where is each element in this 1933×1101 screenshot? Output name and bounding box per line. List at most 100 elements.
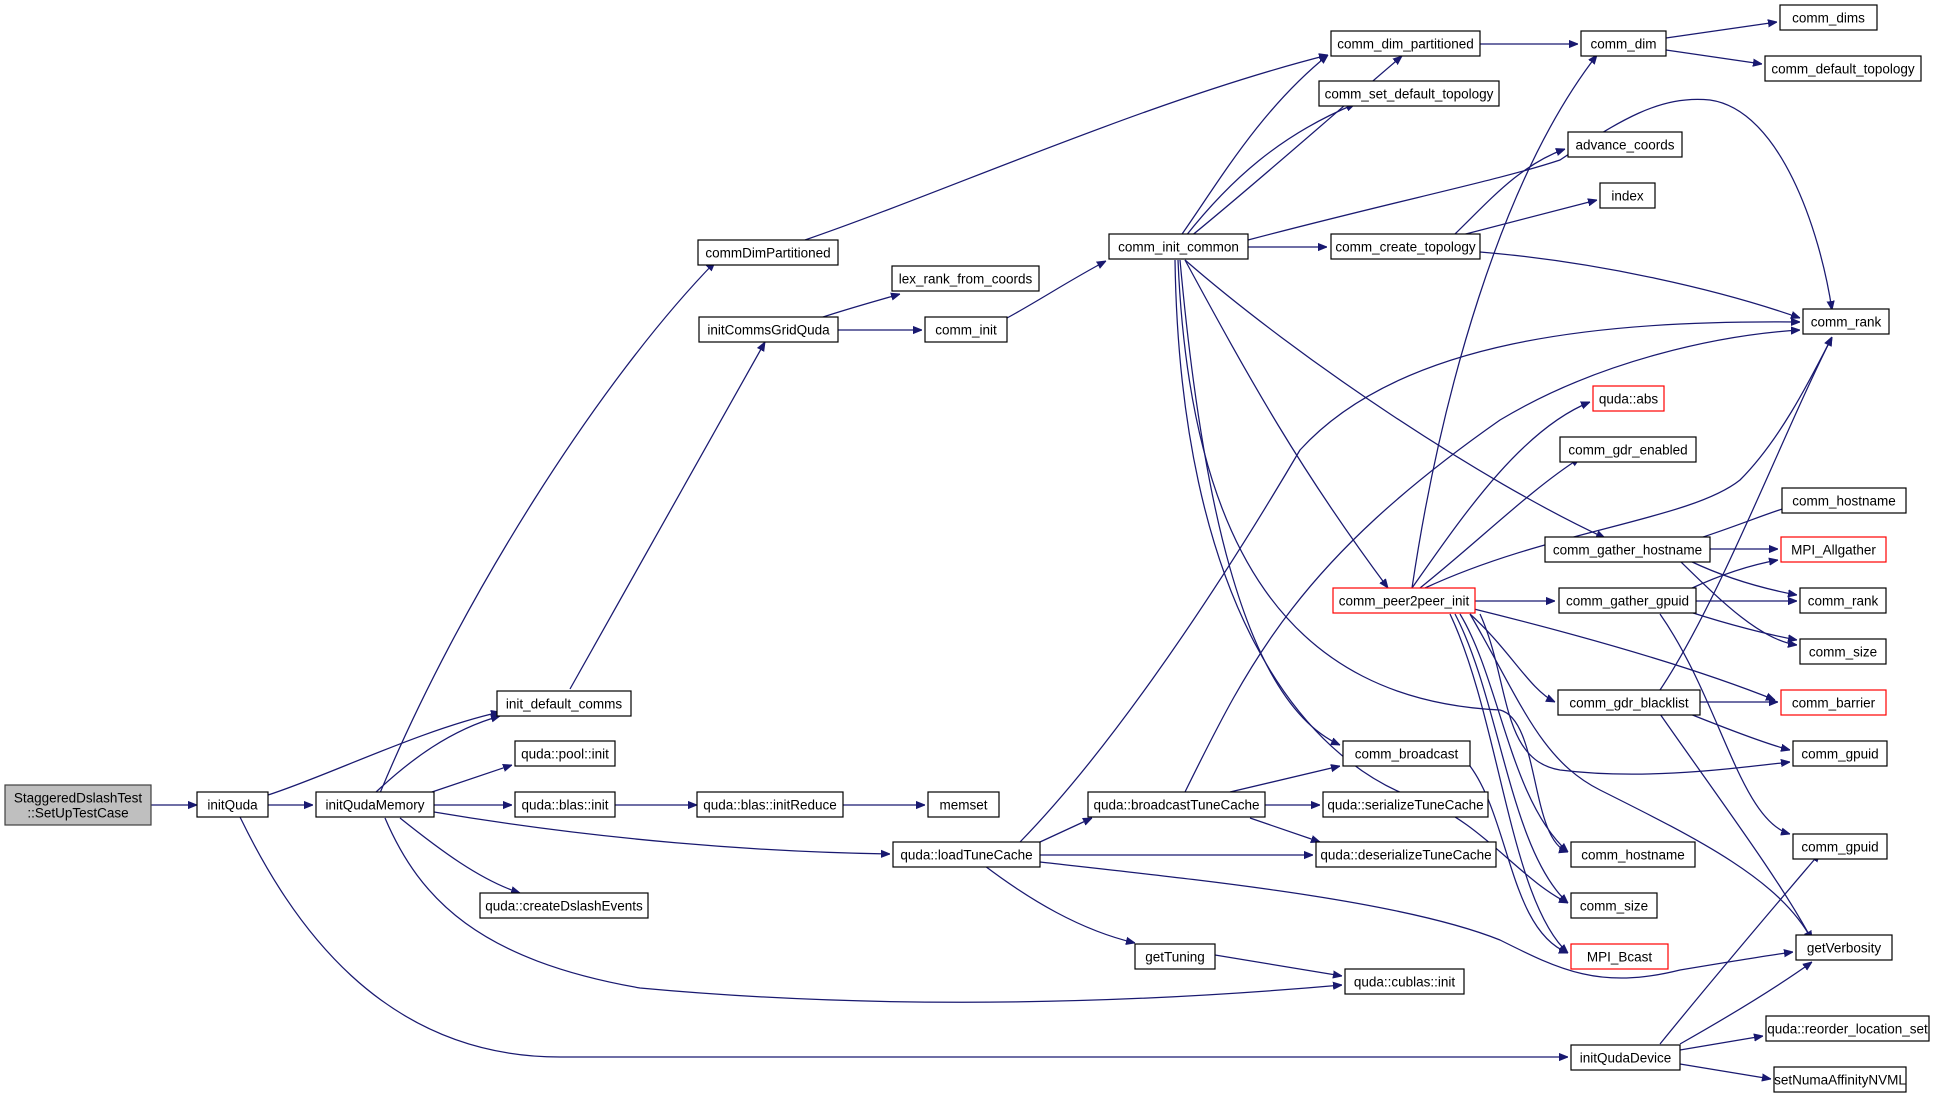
node-label: setNumaAffinityNVML bbox=[1774, 1073, 1906, 1088]
node-comm-create-topology[interactable]: comm_create_topology bbox=[1330, 233, 1481, 260]
edge bbox=[1659, 337, 1833, 691]
node-comm-dim[interactable]: comm_dim bbox=[1580, 30, 1667, 57]
edge bbox=[239, 816, 1568, 1057]
node-box bbox=[1779, 4, 1878, 31]
node-comm-rank-mid[interactable]: comm_rank bbox=[1799, 587, 1887, 614]
node-comm-hostname-r[interactable]: comm_hostname bbox=[1781, 487, 1907, 514]
node-advance-coords[interactable]: advance_coords bbox=[1567, 131, 1683, 158]
node-label: index bbox=[1611, 189, 1644, 204]
node-comm-rank-top[interactable]: comm_rank bbox=[1802, 308, 1890, 335]
node-commdimpartitioned[interactable]: commDimPartitioned bbox=[697, 239, 839, 266]
node-cublas-init[interactable]: quda::cublas::init bbox=[1344, 968, 1465, 995]
edge bbox=[1454, 149, 1565, 235]
node-comm-init-common[interactable]: comm_init_common bbox=[1108, 233, 1249, 260]
edge bbox=[1665, 49, 1762, 64]
node-createdslashevents[interactable]: quda::createDslashEvents bbox=[479, 892, 649, 919]
node-serializetunecache[interactable]: quda::serializeTuneCache bbox=[1322, 791, 1489, 818]
node-box bbox=[1567, 131, 1683, 158]
edge bbox=[1419, 458, 1580, 589]
node-box bbox=[927, 791, 1000, 818]
node-loadtunecache[interactable]: quda::loadTuneCache bbox=[892, 841, 1041, 868]
node-label: quda::serializeTuneCache bbox=[1327, 798, 1483, 813]
node-comm-hostname-m[interactable]: comm_hostname bbox=[1570, 841, 1696, 868]
node-getverbosity[interactable]: getVerbosity bbox=[1795, 934, 1893, 961]
node-comm-size-m[interactable]: comm_size bbox=[1570, 892, 1658, 919]
edge bbox=[569, 342, 765, 690]
node-comm-default-topology[interactable]: comm_default_topology bbox=[1764, 55, 1922, 82]
edge bbox=[1665, 22, 1777, 39]
node-box bbox=[1792, 833, 1888, 860]
node-box bbox=[1322, 791, 1489, 818]
node-comm-barrier[interactable]: comm_barrier bbox=[1780, 689, 1887, 716]
node-gettuning[interactable]: getTuning bbox=[1134, 943, 1216, 970]
edge bbox=[1449, 613, 1568, 953]
edge bbox=[1469, 607, 1775, 701]
node-blas-initreduce[interactable]: quda::blas::initReduce bbox=[696, 791, 844, 818]
node-box bbox=[1802, 308, 1890, 335]
node-box bbox=[1795, 934, 1893, 961]
node-comm-size-r[interactable]: comm_size bbox=[1799, 638, 1887, 665]
edge bbox=[1469, 765, 1568, 954]
node-box bbox=[514, 740, 616, 767]
node-box bbox=[1570, 943, 1669, 970]
edge bbox=[1457, 200, 1597, 237]
edge bbox=[984, 865, 1135, 943]
node-label: quda::cublas::init bbox=[1354, 975, 1456, 990]
node-quda-abs[interactable]: quda::abs bbox=[1592, 385, 1665, 412]
node-comm-dims[interactable]: comm_dims bbox=[1779, 4, 1878, 31]
node-root[interactable]: StaggeredDslashTest::SetUpTestCase bbox=[4, 784, 152, 826]
node-mpi-bcast[interactable]: MPI_Bcast bbox=[1570, 943, 1669, 970]
node-comm-init[interactable]: comm_init bbox=[924, 316, 1008, 343]
node-mpi-allgather[interactable]: MPI_Allgather bbox=[1780, 536, 1887, 563]
edge bbox=[1689, 713, 1790, 750]
node-label: comm_peer2peer_init bbox=[1339, 594, 1470, 609]
edge bbox=[1411, 401, 1590, 589]
node-reorder-location-set[interactable]: quda::reorder_location_set bbox=[1765, 1015, 1930, 1042]
node-memset[interactable]: memset bbox=[927, 791, 1000, 818]
node-setnumaaffinitynvml[interactable]: setNumaAffinityNVML bbox=[1773, 1066, 1907, 1093]
node-init-default-comms[interactable]: init_default_comms bbox=[496, 690, 632, 717]
node-comm-gather-hostname[interactable]: comm_gather_hostname bbox=[1544, 536, 1711, 563]
node-label: MPI_Allgather bbox=[1791, 543, 1876, 558]
node-comm-gpuid-a[interactable]: comm_gpuid bbox=[1792, 740, 1888, 767]
node-box bbox=[1780, 689, 1887, 716]
node-initquda[interactable]: initQuda bbox=[196, 791, 269, 818]
node-broadcasttunecache[interactable]: quda::broadcastTuneCache bbox=[1087, 791, 1266, 818]
edge bbox=[1679, 1063, 1771, 1079]
node-label: comm_gather_hostname bbox=[1553, 543, 1702, 558]
nodes: StaggeredDslashTest::SetUpTestCaseinitQu… bbox=[4, 4, 1930, 1093]
node-initcommsgridquda[interactable]: initCommsGridQuda bbox=[698, 316, 839, 343]
node-comm-gpuid-b[interactable]: comm_gpuid bbox=[1792, 833, 1888, 860]
node-pool-init[interactable]: quda::pool::init bbox=[514, 740, 616, 767]
edge bbox=[374, 716, 500, 794]
node-comm-set-default-topology[interactable]: comm_set_default_topology bbox=[1318, 80, 1500, 107]
node-comm-peer2peer-init[interactable]: comm_peer2peer_init bbox=[1332, 587, 1476, 614]
node-deserializetunecache[interactable]: quda::deserializeTuneCache bbox=[1315, 841, 1497, 868]
node-label: comm_dim_partitioned bbox=[1337, 37, 1474, 52]
node-initqudadevice[interactable]: initQudaDevice bbox=[1570, 1044, 1681, 1071]
node-lex-rank-from-coords[interactable]: lex_rank_from_coords bbox=[891, 265, 1040, 292]
node-label: initQuda bbox=[207, 798, 258, 813]
node-label: comm_gdr_enabled bbox=[1568, 443, 1687, 458]
node-box bbox=[1599, 182, 1656, 209]
edge bbox=[1184, 103, 1355, 238]
edge bbox=[384, 817, 1342, 1003]
node-box bbox=[1344, 968, 1465, 995]
node-comm-gdr-enabled[interactable]: comm_gdr_enabled bbox=[1559, 436, 1697, 463]
edge bbox=[1659, 713, 1812, 940]
edge bbox=[1039, 817, 1092, 843]
edge bbox=[267, 712, 500, 796]
node-label: quda::blas::init bbox=[521, 798, 608, 813]
node-comm-dim-partitioned[interactable]: comm_dim_partitioned bbox=[1330, 30, 1481, 57]
edge bbox=[1039, 861, 1793, 979]
node-box bbox=[697, 239, 839, 266]
node-box bbox=[514, 791, 616, 818]
node-label: ::SetUpTestCase bbox=[27, 806, 128, 821]
node-comm-gather-gpuid[interactable]: comm_gather_gpuid bbox=[1558, 587, 1697, 614]
node-comm-broadcast[interactable]: comm_broadcast bbox=[1342, 740, 1471, 767]
node-box bbox=[1134, 943, 1216, 970]
node-blas-init[interactable]: quda::blas::init bbox=[514, 791, 616, 818]
node-comm-gdr-blacklist[interactable]: comm_gdr_blacklist bbox=[1557, 689, 1701, 716]
node-initqudamemory[interactable]: initQudaMemory bbox=[315, 791, 435, 818]
node-index[interactable]: index bbox=[1599, 182, 1656, 209]
